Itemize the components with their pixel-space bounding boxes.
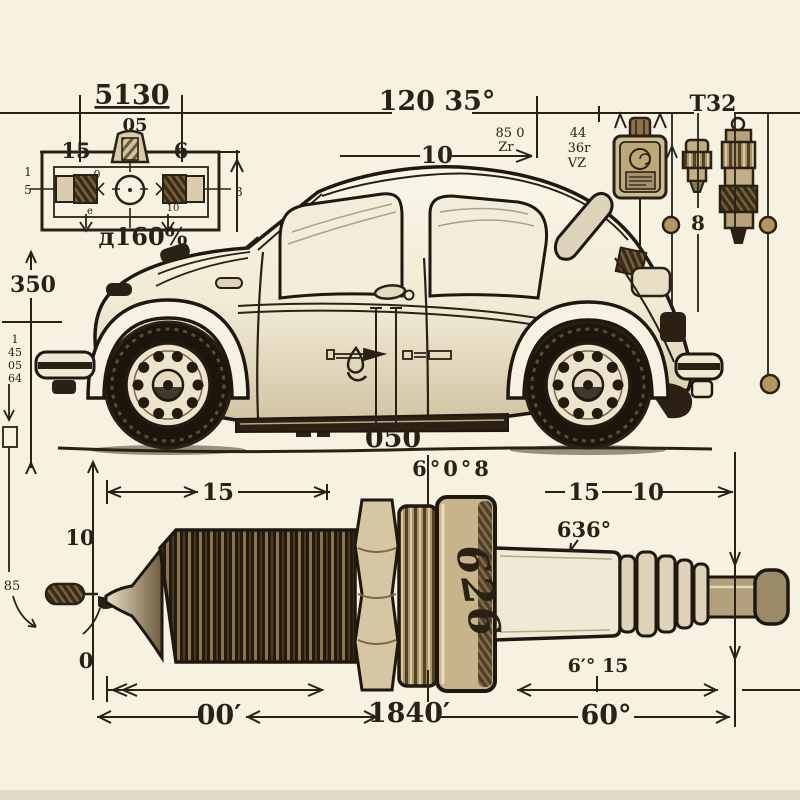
dim-tip-zero: 0 (79, 648, 94, 673)
bushing-right-outer (185, 175, 205, 203)
thread-section (158, 528, 357, 664)
reference-drop-lines (666, 113, 769, 378)
door-trim-marks (326, 347, 452, 362)
spark-plug-icon-large (718, 116, 759, 244)
span-left: 00′ (197, 700, 242, 731)
paper-edge (0, 790, 800, 800)
dim-height-350: 350 (10, 272, 56, 298)
dim-thread-len: 15 (202, 479, 234, 506)
ground-electrode (44, 582, 86, 606)
left-stack-2: 45 (8, 346, 22, 359)
left-stack-3: 05 (8, 359, 22, 372)
note-angle: 85 0 (496, 126, 525, 141)
front-wheel (103, 320, 233, 450)
bushing-left-outer (55, 175, 75, 203)
note-a: 44 (570, 126, 587, 141)
door-lock (403, 289, 415, 301)
spark-plug-icon-small (681, 138, 713, 193)
wiper (243, 236, 259, 250)
inset-mark-ten: 10 (167, 203, 180, 214)
gasket-ring (397, 504, 439, 688)
note-c: VZ (567, 156, 586, 171)
c-pillar-blade (553, 191, 614, 261)
inset-edge-bottom: 5 (24, 183, 32, 197)
brass-dot-c (759, 373, 781, 395)
center-electrode-cone (104, 543, 164, 664)
door-handle (373, 284, 407, 300)
brass-dot-a (661, 215, 681, 235)
door-dim-leaders (370, 307, 402, 424)
engine-lid-seam (614, 257, 675, 363)
spark-plug-drawing: 626 (44, 495, 790, 693)
insulator-ribs (618, 550, 710, 638)
mirror (160, 243, 190, 263)
ceramic-insulator (493, 546, 622, 642)
part-code: T32 (690, 91, 737, 117)
door-window (278, 192, 404, 300)
dim-taper-note: 6′° 15 (568, 655, 629, 677)
left-stack-1: 1 (12, 333, 19, 346)
front-signal (106, 283, 132, 296)
inset-detail-diagram (30, 128, 231, 233)
ground-line (57, 446, 713, 454)
droplet-icon (346, 345, 368, 382)
dim-roof-length: 10 (421, 142, 453, 169)
bushing-right-inner (162, 174, 187, 204)
dim-overall-length: 120 35° (379, 86, 496, 117)
left-stack-4: 64 (8, 372, 22, 385)
pivot-circle (114, 174, 146, 206)
rear-wheel (523, 320, 653, 450)
tail-light (660, 312, 686, 342)
dimension-line-top (0, 95, 800, 232)
dim-base: 6°0°8 (412, 456, 492, 481)
rear-bumper (674, 352, 724, 399)
plug-dimension-lines (87, 452, 800, 727)
hood-handle (215, 277, 243, 289)
dim-door: 050 (365, 423, 421, 454)
dim-total-width: 5130 (94, 80, 169, 111)
span-right: 60° (580, 700, 631, 731)
leader-arrows (79, 214, 175, 233)
beetle-car-drawing (34, 165, 724, 455)
terminal-cap (753, 568, 790, 626)
running-board (235, 412, 509, 434)
note-angle-code: Zr (498, 140, 514, 155)
door-seams (256, 251, 430, 423)
left-gap-label: 85 (4, 579, 21, 594)
dim-heat-range: 636° (557, 517, 611, 542)
dim-terminal-len: 10 (632, 479, 664, 506)
inset-edge-top: 1 (24, 165, 32, 179)
dim-insulator-len: 15 (568, 479, 600, 506)
count-label: 8 (691, 211, 705, 235)
inset-mark-e: e (87, 206, 93, 217)
ignition-coil-icon (612, 111, 668, 252)
inset-mark-zero: 0 (94, 168, 101, 181)
front-fender (86, 298, 250, 400)
span-center: 1840′ (368, 698, 450, 729)
rear-fender (506, 300, 670, 400)
inset-edge-right: 3 (235, 185, 243, 199)
terminal-stud (706, 575, 760, 619)
inset-caption: д160% (99, 222, 188, 251)
dimension-left-height (2, 249, 62, 475)
note-b: 36r (568, 141, 592, 156)
brass-dot-b (758, 215, 778, 235)
bushing-left-inner (73, 174, 98, 204)
left-margin-column (2, 384, 37, 628)
dim-tip-height: 10 (65, 525, 94, 550)
front-bumper (34, 350, 96, 394)
